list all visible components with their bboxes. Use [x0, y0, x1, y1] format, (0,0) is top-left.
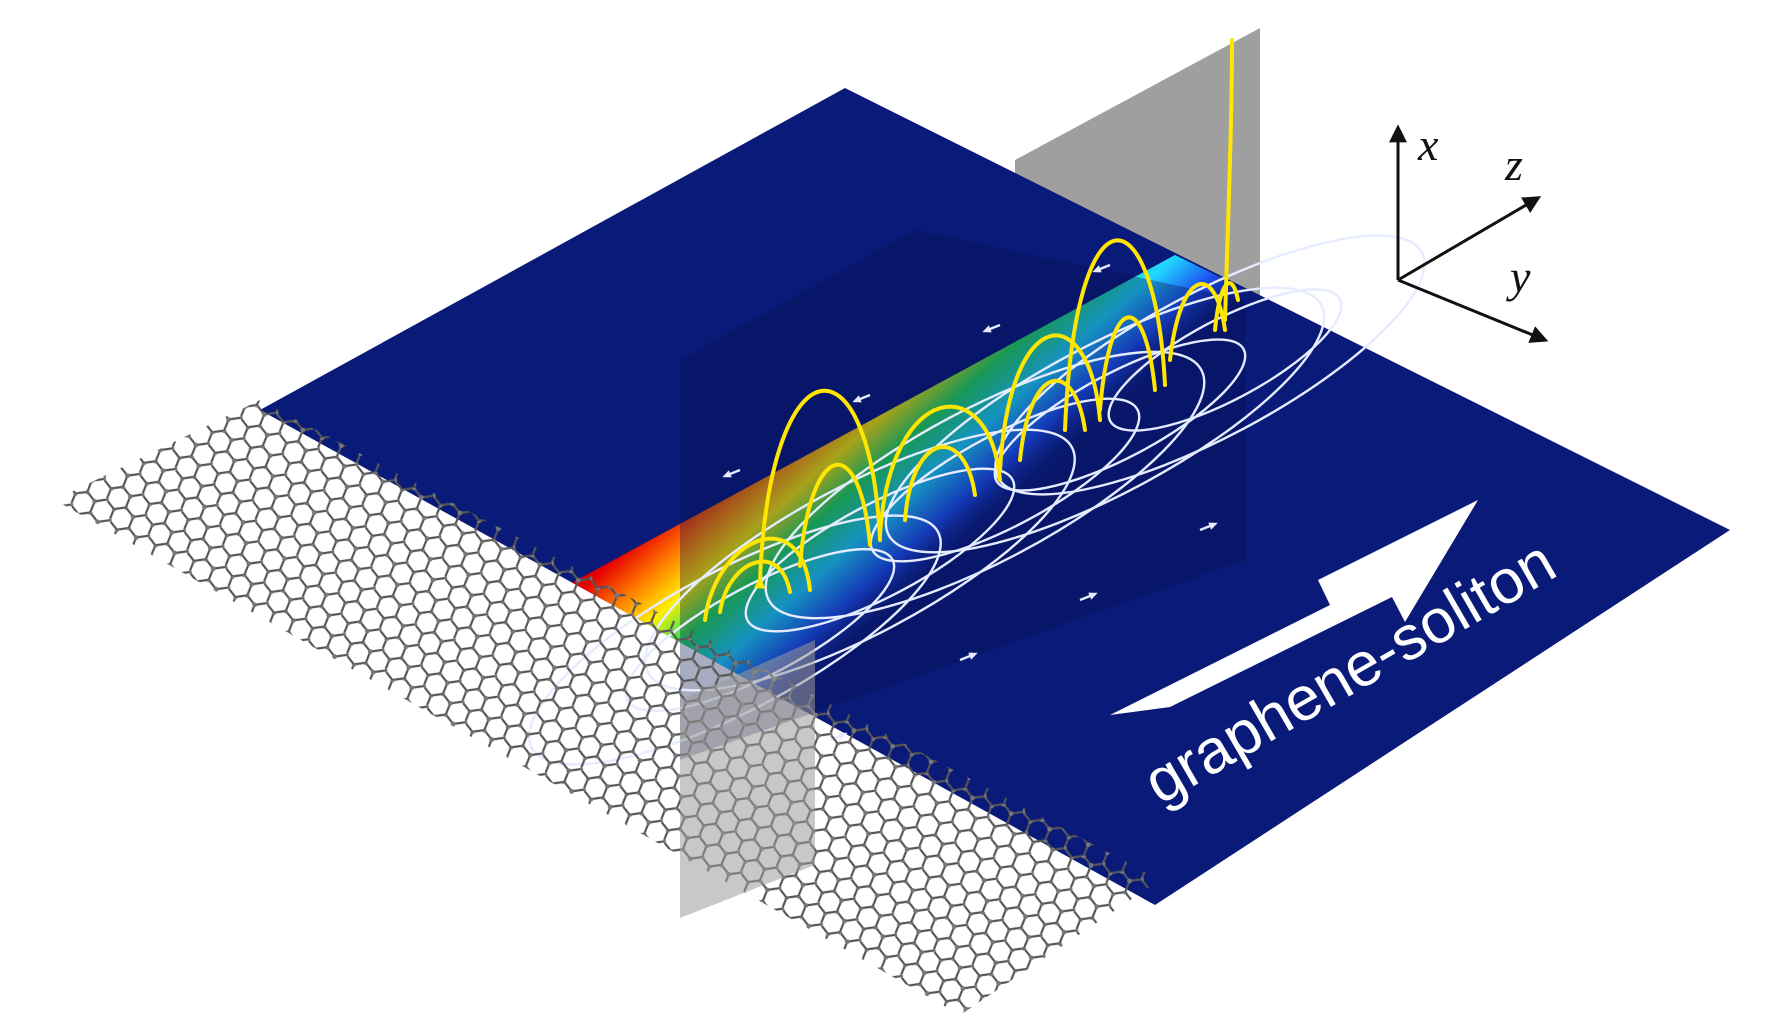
y-axis-label: y: [1506, 251, 1531, 302]
y-axis-arrow: [1397, 278, 1549, 343]
axes-indicator: [1389, 124, 1549, 343]
intensity-band: [540, 255, 1470, 760]
cross-section-plane-front: [680, 640, 815, 918]
x-axis-label: x: [1417, 119, 1439, 170]
z-axis-arrow: [1397, 196, 1542, 282]
graphene-sheet: [55, 400, 1160, 1015]
field-plane: [680, 230, 1245, 760]
propagation-arrow: [1110, 500, 1478, 715]
electric-field-lines: [703, 38, 1240, 622]
z-axis-label: z: [1504, 139, 1523, 190]
